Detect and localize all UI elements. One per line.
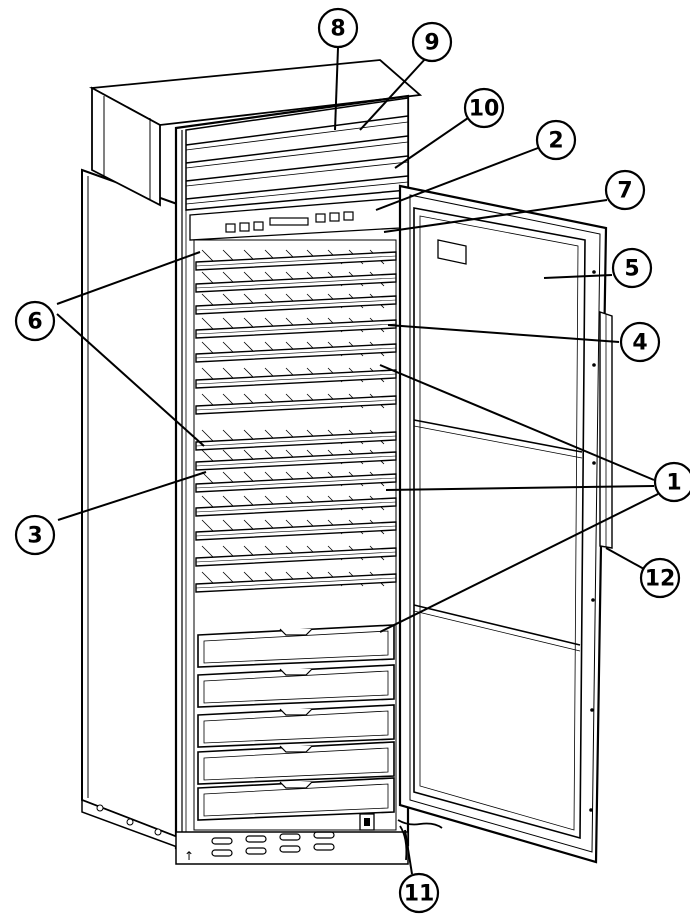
callout-5: 5 (613, 249, 651, 287)
callout-10: 10 (465, 89, 503, 127)
callout-1: 1 (655, 463, 690, 501)
callout-5-label: 5 (624, 257, 639, 282)
callout-2: 2 (537, 121, 575, 159)
callout-7-label: 7 (617, 179, 632, 204)
callout-6: 6 (16, 302, 54, 340)
callout-8: 8 (319, 9, 357, 47)
callout-7: 7 (606, 171, 644, 209)
callout-9-label: 9 (424, 31, 439, 56)
callout-6-label: 6 (27, 310, 42, 335)
callout-3: 3 (16, 516, 54, 554)
callout-11-label: 11 (404, 882, 435, 907)
callout-2-label: 2 (548, 129, 563, 154)
callout-12-label: 12 (645, 567, 676, 592)
cabinet-side-panel (82, 170, 180, 838)
callout-9: 9 (413, 23, 451, 61)
callout-8-label: 8 (330, 17, 345, 42)
callout-1-label: 1 (666, 471, 681, 496)
callout-11: 11 (400, 874, 438, 912)
callout-3-label: 3 (27, 524, 42, 549)
callout-4-label: 4 (632, 331, 647, 356)
open-door (400, 186, 612, 862)
storage-drawers (198, 625, 394, 820)
callout-10-label: 10 (469, 97, 500, 122)
callout-12: 12 (641, 559, 679, 597)
svg-text:↑: ↑ (184, 849, 194, 863)
callout-4: 4 (621, 323, 659, 361)
